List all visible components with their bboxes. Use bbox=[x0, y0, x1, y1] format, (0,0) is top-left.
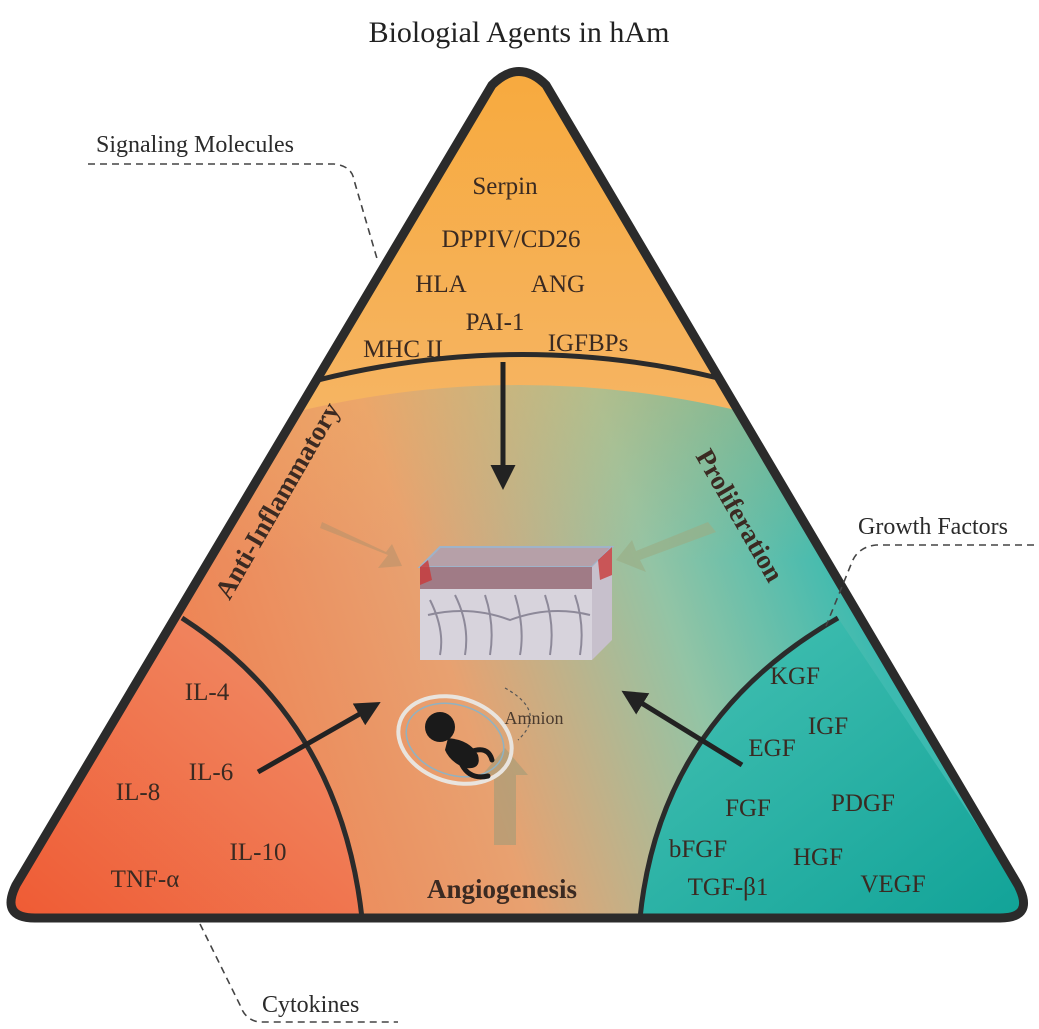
callout-growth-factors: Growth Factors bbox=[858, 514, 1008, 540]
cytokine-item: IL-4 bbox=[185, 679, 230, 706]
tissue-block-image bbox=[420, 547, 612, 660]
cytokine-item: IL-6 bbox=[189, 759, 233, 786]
growth-factor-item: IGF bbox=[808, 713, 848, 740]
growth-factor-item: EGF bbox=[748, 735, 795, 762]
growth-factor-item: FGF bbox=[725, 795, 771, 822]
signaling-item: IGFBPs bbox=[548, 330, 629, 357]
signaling-item: Serpin bbox=[472, 173, 538, 200]
growth-factor-item: PDGF bbox=[831, 790, 895, 817]
growth-factor-item: bFGF bbox=[669, 836, 727, 863]
growth-factor-item: VEGF bbox=[860, 871, 925, 898]
signaling-item: HLA bbox=[415, 271, 466, 298]
growth-factor-item: HGF bbox=[793, 844, 843, 871]
diagram-title: Biologial Agents in hAm bbox=[369, 16, 670, 49]
cytokine-item: IL-8 bbox=[116, 779, 160, 806]
side-label-angiogenesis: Angiogenesis bbox=[427, 874, 577, 904]
signaling-item: PAI-1 bbox=[466, 309, 525, 336]
growth-factor-item: KGF bbox=[770, 663, 820, 690]
cytokine-item: IL-10 bbox=[230, 839, 287, 866]
signaling-item: ANG bbox=[531, 271, 585, 298]
signaling-item: DPPIV/CD26 bbox=[442, 226, 581, 253]
callout-signaling-molecules: Signaling Molecules bbox=[96, 132, 294, 158]
cytokine-item: TNF-α bbox=[111, 866, 180, 893]
signaling-item: MHC II bbox=[363, 336, 443, 363]
growth-factor-item: TGF-β1 bbox=[688, 874, 769, 901]
amnion-label: Amnion bbox=[504, 708, 563, 728]
callout-signaling-leader bbox=[88, 164, 378, 262]
callout-cytokines: Cytokines bbox=[262, 992, 359, 1018]
